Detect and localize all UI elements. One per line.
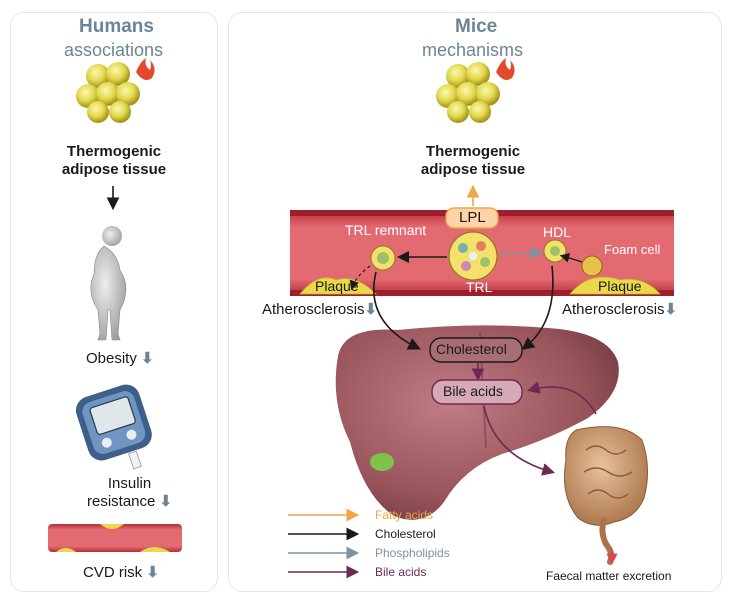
humans-subtitle: associations — [64, 40, 164, 60]
atherosclerosis-right-label: Atherosclerosis⬇ — [562, 300, 677, 318]
atherosclerosis-left-label: Atherosclerosis⬇ — [262, 300, 377, 318]
bile-acids-box — [431, 379, 523, 405]
cholesterol-box — [429, 337, 523, 363]
intestine-illustration — [564, 426, 648, 565]
trl-remnant-label: TRL remnant — [345, 222, 427, 238]
decrease-arrow-icon: ⬇ — [364, 301, 378, 318]
trl-label: TRL — [466, 279, 493, 295]
artery-plaque-icon-left — [48, 524, 182, 552]
mice-title: Mice — [455, 16, 498, 37]
obese-human-figure-icon — [90, 226, 127, 341]
decrease-arrow-icon: ⬇ — [664, 301, 678, 318]
decrease-arrow-icon: ⬇ — [146, 564, 159, 581]
insulin-resistance-label: Insulin resistance ⬇ — [87, 475, 172, 511]
legend-cholesterol-label: Cholesterol — [375, 527, 436, 541]
adipose-tissue-icon-right — [436, 58, 515, 123]
lpl-label: LPL — [459, 209, 486, 226]
cvd-text: CVD risk — [83, 564, 143, 581]
decrease-arrow-icon: ⬇ — [159, 493, 173, 510]
cholesterol-label: Cholesterol — [436, 341, 507, 357]
humans-title: Humans — [79, 16, 154, 37]
gut-to-bile-arrow — [526, 381, 597, 415]
cvd-risk-label: CVD risk ⬇ — [83, 563, 159, 581]
foam-cell-label: Foam cell — [604, 242, 661, 257]
insulin-text-line1: Insulin — [107, 475, 152, 492]
obesity-text: Obesity — [86, 350, 137, 367]
humans-thermo-line1: Thermogenic — [66, 143, 162, 160]
humans-thermo-line2: adipose tissue — [61, 161, 167, 178]
foam-to-hdl-arrow — [559, 253, 583, 263]
legend-bile-acids-label: Bile acids — [375, 565, 427, 579]
insulin-text-line2: resistance — [87, 493, 156, 510]
legend-fatty-acids-label: Fatty acids — [375, 508, 434, 522]
mice-thermo-line2: adipose tissue — [420, 161, 526, 178]
mice-thermogenic-label: Thermogenic adipose tissue — [403, 143, 543, 179]
foam-cell — [581, 255, 603, 277]
obesity-label: Obesity ⬇ — [86, 349, 154, 367]
mice-thermo-line1: Thermogenic — [425, 143, 521, 160]
mice-subtitle: mechanisms — [422, 40, 524, 60]
bile-acids-label: Bile acids — [443, 383, 503, 399]
bile-to-gut-arrow — [483, 405, 556, 476]
hdl-label: HDL — [543, 224, 572, 240]
decrease-arrow-icon: ⬇ — [141, 350, 154, 367]
atherosclerosis-left-text: Atherosclerosis — [262, 301, 365, 318]
legend-phospholipids-label: Phospholipids — [375, 546, 450, 560]
humans-thermogenic-label: Thermogenic adipose tissue — [44, 143, 184, 179]
trl-particle — [448, 231, 498, 281]
plaque-right-label: Plaque — [598, 278, 642, 294]
hdl-to-liver-arrow — [521, 265, 554, 350]
remnant-to-liver-arrow — [373, 271, 421, 350]
atherosclerosis-right-text: Atherosclerosis — [562, 301, 665, 318]
faecal-excretion-label: Faecal matter excretion — [546, 569, 672, 583]
lpl-box — [445, 207, 499, 229]
plaque-left-label: Plaque — [315, 278, 359, 294]
glucose-meter-icon — [75, 384, 152, 470]
adipose-tissue-icon-left — [76, 58, 155, 123]
remnant-to-plaque-arrow — [349, 265, 371, 291]
